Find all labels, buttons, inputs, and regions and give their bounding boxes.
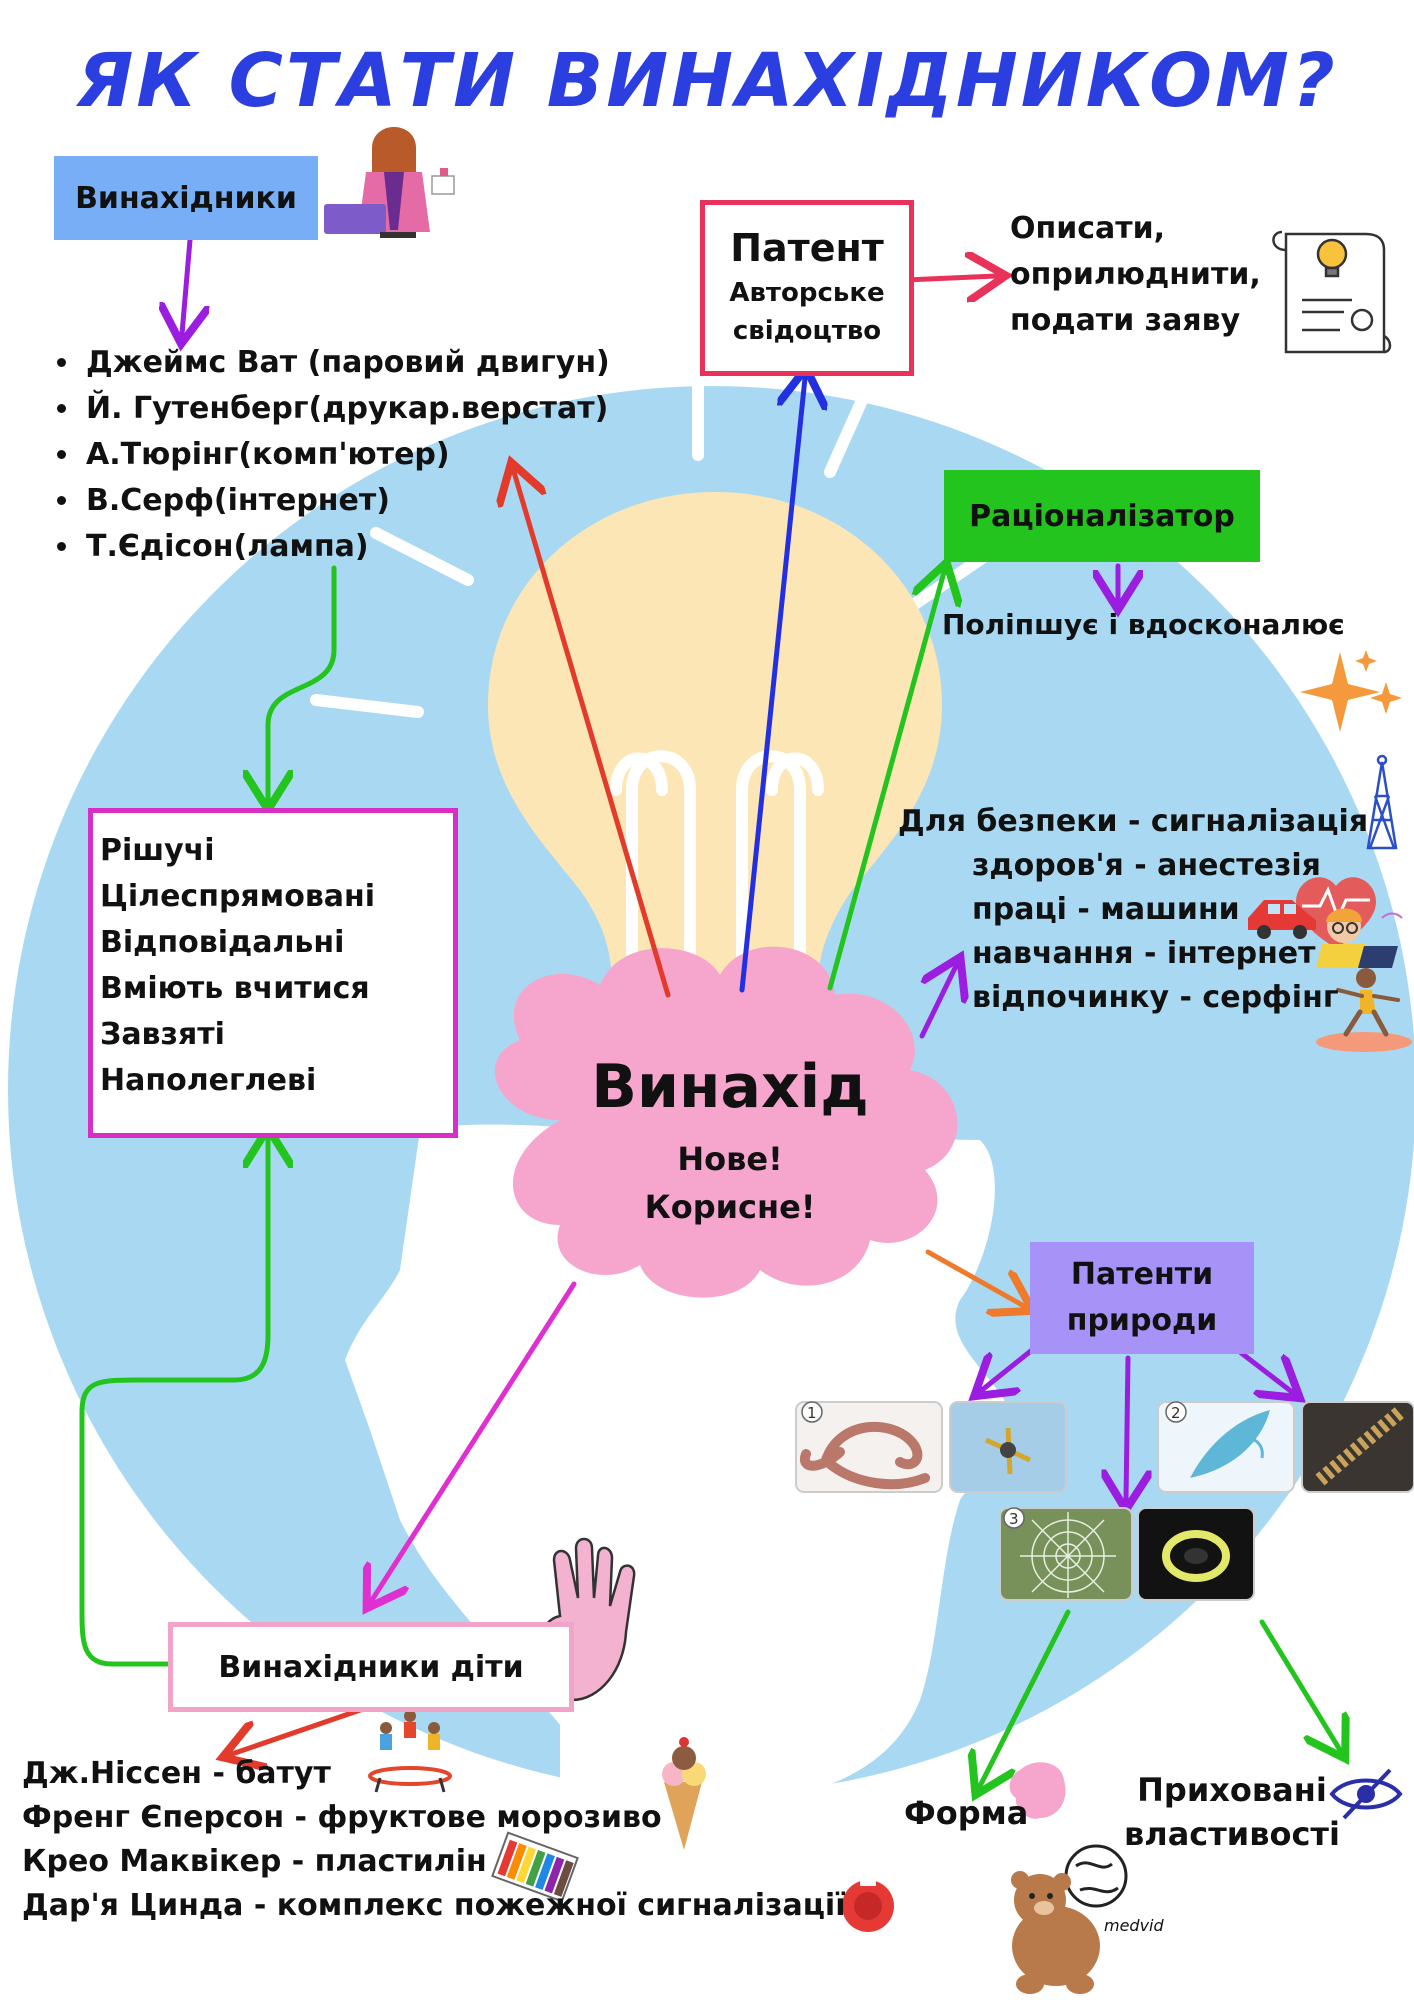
ice-cream-icon (662, 1737, 706, 1850)
student-laptop-icon (1316, 908, 1403, 968)
arrow-nature-to-1 (982, 1347, 1035, 1390)
hidden-properties-line2: властивості (1124, 1815, 1340, 1853)
form-blob-icon (1009, 1762, 1066, 1819)
connector-arrows (79, 237, 1340, 1786)
invention-title: Винахід (591, 1052, 869, 1122)
rationalizer-description: Поліпшує і вдосконалює (942, 608, 1345, 641)
list-item: Дж.Ніссен - батут (22, 1756, 331, 1791)
surfer-icon (1316, 968, 1412, 1052)
list-item: Й. Гутенберг(друкар.верстат) (82, 386, 610, 432)
list-item: Джеймс Ват (паровий двигун) (82, 340, 610, 386)
kid-inventors-box: Винахідники діти (168, 1622, 574, 1712)
inventors-box: Винахідники (54, 156, 318, 240)
list-item: Дар'я Цинда - комплекс пожежної сигналіз… (22, 1888, 846, 1923)
arrow-cloud-to-inventors (514, 472, 671, 998)
rationalizer-label: Раціоналізатор (969, 498, 1235, 534)
nature-image-3 (999, 1507, 1255, 1601)
use-item: здоров'я - анестезія (972, 848, 1321, 883)
list-item: В.Серф(інтернет) (82, 478, 610, 524)
arrow-cloud-to-kids (372, 1281, 577, 1600)
list-item: Т.Єдісон(лампа) (82, 524, 610, 570)
nature-image-2 (1157, 1401, 1414, 1493)
use-item: праці - машини (972, 892, 1240, 927)
hidden-properties-line1: Приховані (1137, 1771, 1327, 1809)
patent-subtitle-line1: Авторське (729, 278, 885, 308)
patent-steps: Описати, оприлюднити, подати заяву (1010, 206, 1261, 344)
hidden-eye-icon (1329, 1768, 1403, 1820)
arrow-cloud-to-patent (739, 378, 805, 993)
invention-useful: Корисне! (644, 1188, 816, 1226)
arrow-to-form (980, 1609, 1071, 1786)
head-back (560, 1700, 760, 1900)
trampoline-icon (368, 1710, 452, 1793)
trait-item: Наполеглеві (100, 1063, 317, 1098)
nature-number-2: 2 (1171, 1404, 1181, 1422)
kid-inventors-label: Винахідники діти (218, 1649, 524, 1685)
inventors-label: Винахідники (75, 180, 297, 216)
use-item: навчання - інтернет (972, 936, 1316, 971)
arrow-nature-to-2 (1237, 1349, 1292, 1392)
use-item: відпочинку - серфінг (972, 980, 1339, 1015)
form-label: Форма (904, 1794, 1029, 1832)
patent-subtitle-line2: свідоцтво (732, 316, 882, 346)
bear-globe-logo (1011, 1844, 1128, 1994)
hidden-properties-label: Приховані властивості (1124, 1768, 1340, 1856)
patent-box: Патент Авторське свідоцтво (700, 200, 914, 376)
certificate-icon (1272, 230, 1392, 354)
nature-image-1 (795, 1401, 1067, 1493)
list-item: Крео Маквікер - пластилін (22, 1844, 487, 1879)
arrow-cloud-to-rationalizer (827, 572, 944, 991)
patent-step: Описати, (1010, 211, 1166, 246)
woman-laptop-icon (324, 127, 455, 238)
arrow-list-to-traits (268, 565, 337, 800)
trait-item: Відповідальні (100, 925, 345, 960)
arrow-inventors-to-list (182, 237, 190, 334)
trait-item: Завзяті (100, 1017, 225, 1052)
arrow-nature-to-3 (1126, 1355, 1128, 1500)
signature: medvid (1104, 1916, 1164, 1935)
rationalizer-box: Раціоналізатор (944, 470, 1260, 562)
use-item: Для безпеки - сигналізація (898, 804, 1369, 839)
patent-step: оприлюднити, (1010, 257, 1261, 292)
arrow-to-hidden (1259, 1619, 1340, 1750)
trait-item: Рішучі (100, 833, 215, 868)
light-bulb (488, 492, 942, 985)
bulb-filament (610, 750, 824, 991)
list-item: Френг Єперсон - фруктове морозиво (22, 1800, 662, 1835)
arrow-cloud-to-nature (925, 1249, 1024, 1306)
kid-inventors-list: Дж.Ніссен - батут Френг Єперсон - фрукто… (22, 1752, 846, 1928)
patent-title: Патент (730, 226, 884, 270)
nature-patents-box: Патенти природи (1030, 1242, 1254, 1354)
patent-step: подати заяву (1010, 303, 1241, 338)
sparkle-icon (1300, 650, 1402, 732)
nature-number-1: 1 (807, 1404, 817, 1422)
arrow-patent-to-steps (903, 276, 996, 280)
list-item: А.Тюрінг(комп'ютер) (82, 432, 610, 478)
arrow-kids-to-list (232, 1705, 369, 1754)
car-icon (1248, 900, 1316, 939)
nature-patents-line2: природи (1066, 1303, 1218, 1338)
uses-list: Для безпеки - сигналізація здоров'я - ан… (898, 800, 1368, 1020)
arrow-cloud-to-uses (919, 966, 956, 1039)
fire-alarm-icon (842, 1880, 894, 1932)
inventors-list: Джеймс Ват (паровий двигун) Й. Гутенберг… (44, 340, 610, 570)
traits-list: Рішучі Цілеспрямовані Відповідальні Вмію… (100, 828, 375, 1104)
invention-new: Нове! (677, 1140, 783, 1178)
nature-number-3: 3 (1009, 1510, 1019, 1528)
page-title: Як стати винахідником? (76, 38, 1338, 124)
nature-patents-line1: Патенти (1070, 1257, 1214, 1292)
trait-item: Цілеспрямовані (100, 879, 376, 914)
radio-tower-icon (1366, 754, 1398, 850)
trait-item: Вміють вчитися (100, 971, 370, 1006)
plasticine-icon (491, 1831, 579, 1903)
traits-box (88, 808, 458, 1138)
arrow-kids-to-traits (79, 1138, 268, 1667)
invention-cloud (494, 946, 958, 1298)
